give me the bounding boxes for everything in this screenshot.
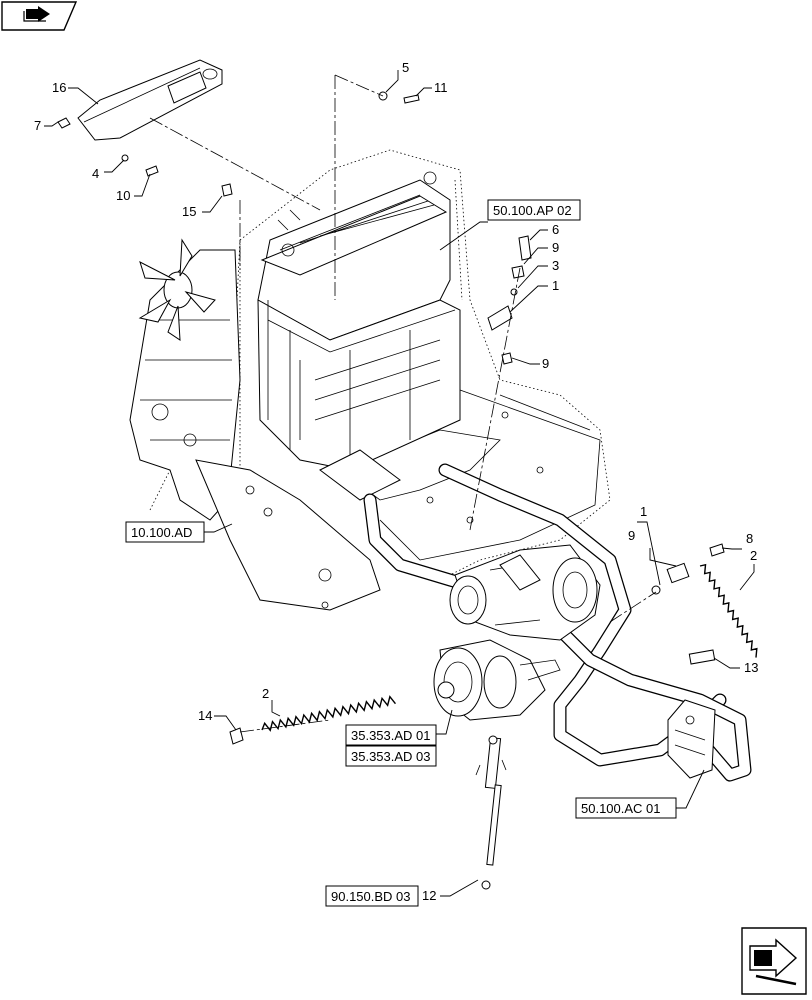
callout-12: 12 (422, 888, 436, 903)
chassis-frame (129, 149, 611, 611)
next-page-arrow-icon[interactable] (741, 927, 807, 995)
svg-text:35.353.AD 01: 35.353.AD 01 (351, 728, 431, 743)
spring-lower (261, 695, 396, 732)
pump-assembly (433, 639, 561, 721)
reference-boxes: 50.100.AP 02 10.100.AD 35.353.AD 01 35.3… (125, 199, 677, 907)
callout-6: 6 (552, 222, 559, 237)
hvac-unit (257, 171, 461, 501)
callout-16: 16 (52, 80, 66, 95)
callout-2-upper: 2 (750, 548, 757, 563)
heater-valve (667, 699, 716, 779)
svg-text:50.100.AP 02: 50.100.AP 02 (493, 203, 572, 218)
callout-9-upper: 9 (552, 240, 559, 255)
cover-panel (77, 59, 223, 141)
ref-35-353-ad-01[interactable]: 35.353.AD 01 (345, 724, 437, 746)
callout-3: 3 (552, 258, 559, 273)
callout-9-lower: 9 (628, 528, 635, 543)
callout-8: 8 (746, 531, 753, 546)
callout-1-upper: 1 (552, 278, 559, 293)
ref-10-100-ad[interactable]: 10.100.AD (125, 521, 205, 543)
ref-35-353-ad-03[interactable]: 35.353.AD 03 (345, 745, 437, 767)
heater-hoses (363, 463, 752, 782)
callout-9-middle: 9 (542, 356, 549, 371)
callout-13: 13 (744, 660, 758, 675)
callout-14: 14 (198, 708, 212, 723)
svg-text:50.100.AC 01: 50.100.AC 01 (581, 801, 661, 816)
gas-strut (475, 735, 507, 890)
callout-5: 5 (402, 60, 409, 75)
fan (138, 238, 216, 341)
ref-50-100-ac-01[interactable]: 50.100.AC 01 (575, 797, 677, 819)
ref-50-100-ap-02[interactable]: 50.100.AP 02 (487, 199, 581, 221)
callout-4: 4 (92, 166, 99, 181)
callout-2-lower: 2 (262, 686, 269, 701)
callout-15: 15 (182, 204, 196, 219)
callout-10: 10 (116, 188, 130, 203)
svg-text:35.353.AD 03: 35.353.AD 03 (351, 749, 431, 764)
book-arrow-icon[interactable] (1, 1, 78, 31)
assembly-lines (149, 74, 657, 733)
callout-7: 7 (34, 118, 41, 133)
svg-text:90.150.BD 03: 90.150.BD 03 (331, 889, 411, 904)
spring-upper (699, 563, 758, 658)
leader-lines (44, 70, 755, 897)
callout-numbers: 16 7 4 10 15 5 11 6 9 3 1 9 1 9 8 2 13 2… (34, 60, 758, 903)
callout-11: 11 (434, 80, 448, 95)
callout-1-lower: 1 (640, 504, 647, 519)
svg-text:10.100.AD: 10.100.AD (131, 525, 192, 540)
ref-90-150-bd-03[interactable]: 90.150.BD 03 (325, 885, 419, 907)
hydraulic-motor (449, 544, 601, 641)
